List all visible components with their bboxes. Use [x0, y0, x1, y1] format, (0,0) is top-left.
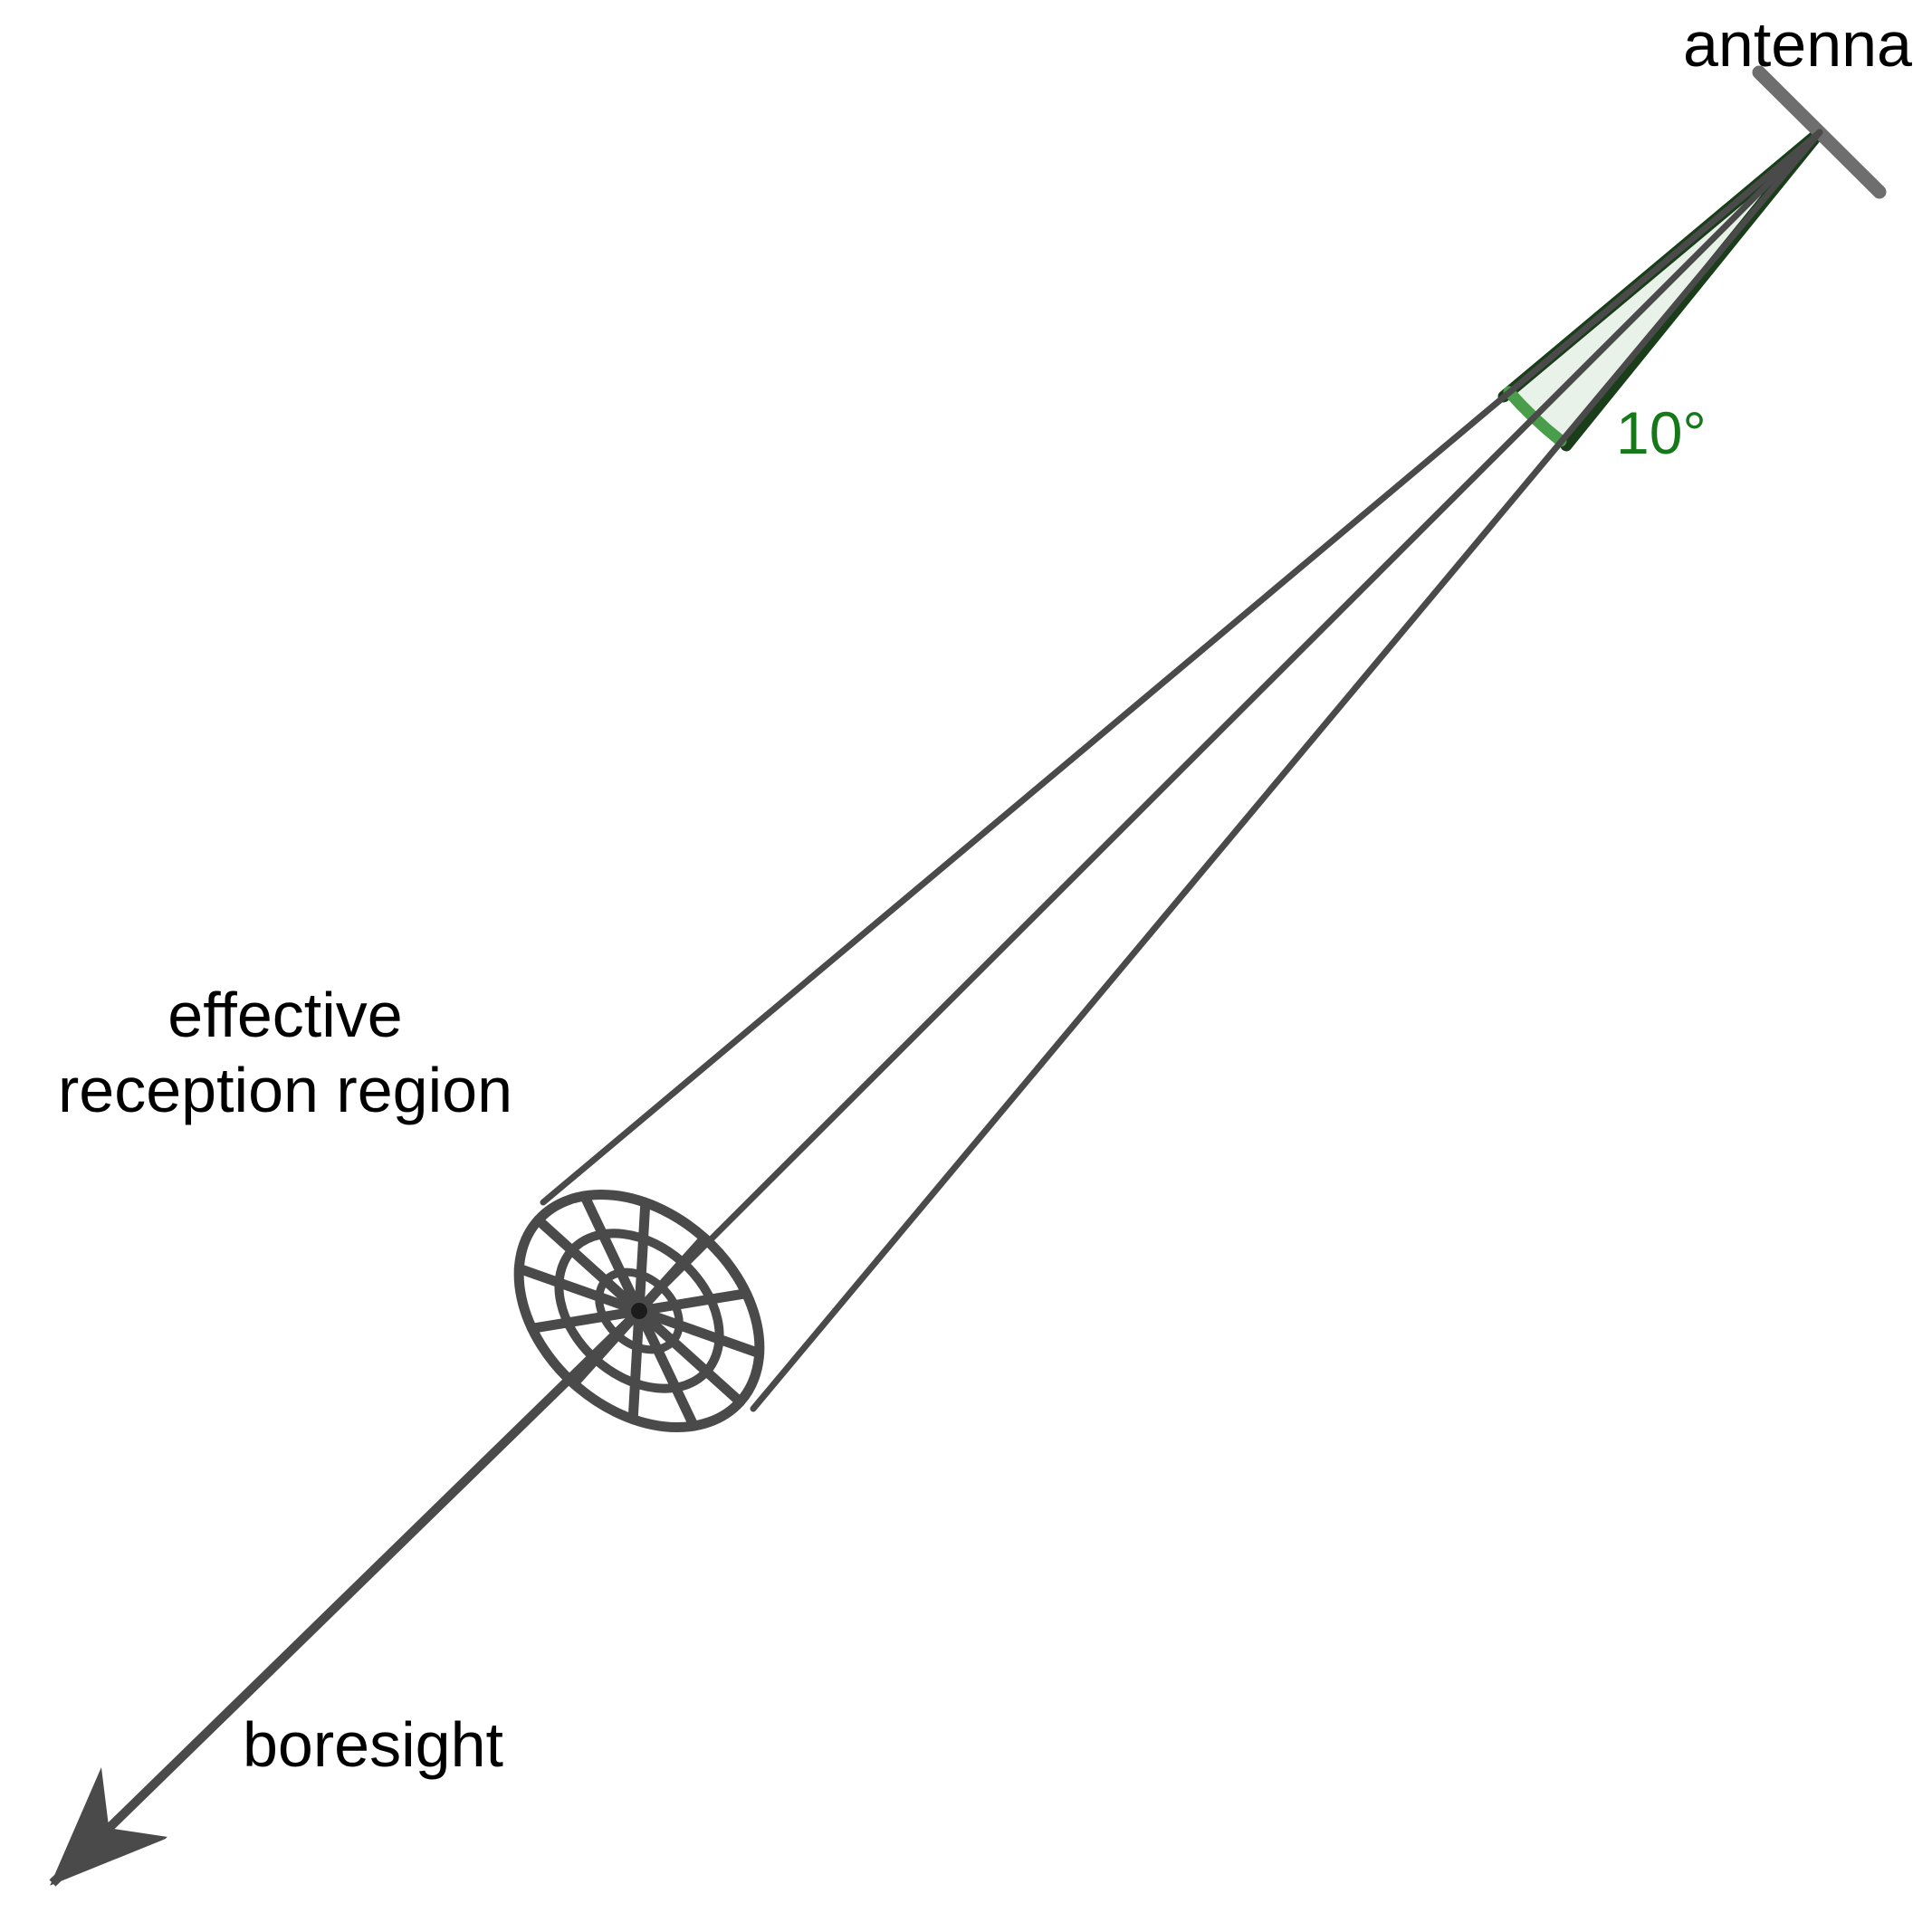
disc-spoke: [569, 1306, 645, 1389]
beamwidth-angle-label: 10°: [1616, 399, 1707, 466]
disc-spoke: [634, 1233, 710, 1316]
disc-center-dot: [631, 1303, 647, 1319]
disc-spoke: [533, 1215, 645, 1316]
disc-spoke: [579, 1191, 645, 1316]
disc-spoke: [634, 1288, 751, 1316]
region-label-line-1: effective: [167, 980, 403, 1050]
disc-spoke: [634, 1306, 765, 1359]
boresight-axis-upper: [636, 129, 1823, 1315]
disc-spoke: [527, 1306, 645, 1334]
beam-cone-group: [540, 129, 1823, 1412]
effective-reception-disc: [513, 1189, 765, 1433]
boresight-axis-group: [49, 129, 1823, 1887]
disc-spokes: [513, 1191, 765, 1431]
disc-spoke: [634, 1306, 745, 1407]
disc-spoke: [634, 1306, 699, 1431]
disc-spoke: [634, 1197, 651, 1316]
boresight-label: boresight: [243, 1709, 503, 1780]
disc-spoke: [627, 1306, 645, 1425]
boresight-arrow: [49, 1307, 643, 1887]
cone-edge-upper: [540, 129, 1823, 1206]
antenna-label: antenna: [1682, 9, 1912, 80]
cone-edge-lower: [750, 129, 1823, 1412]
disc-spoke: [513, 1263, 645, 1316]
region-label-line-2: reception region: [58, 1054, 512, 1125]
